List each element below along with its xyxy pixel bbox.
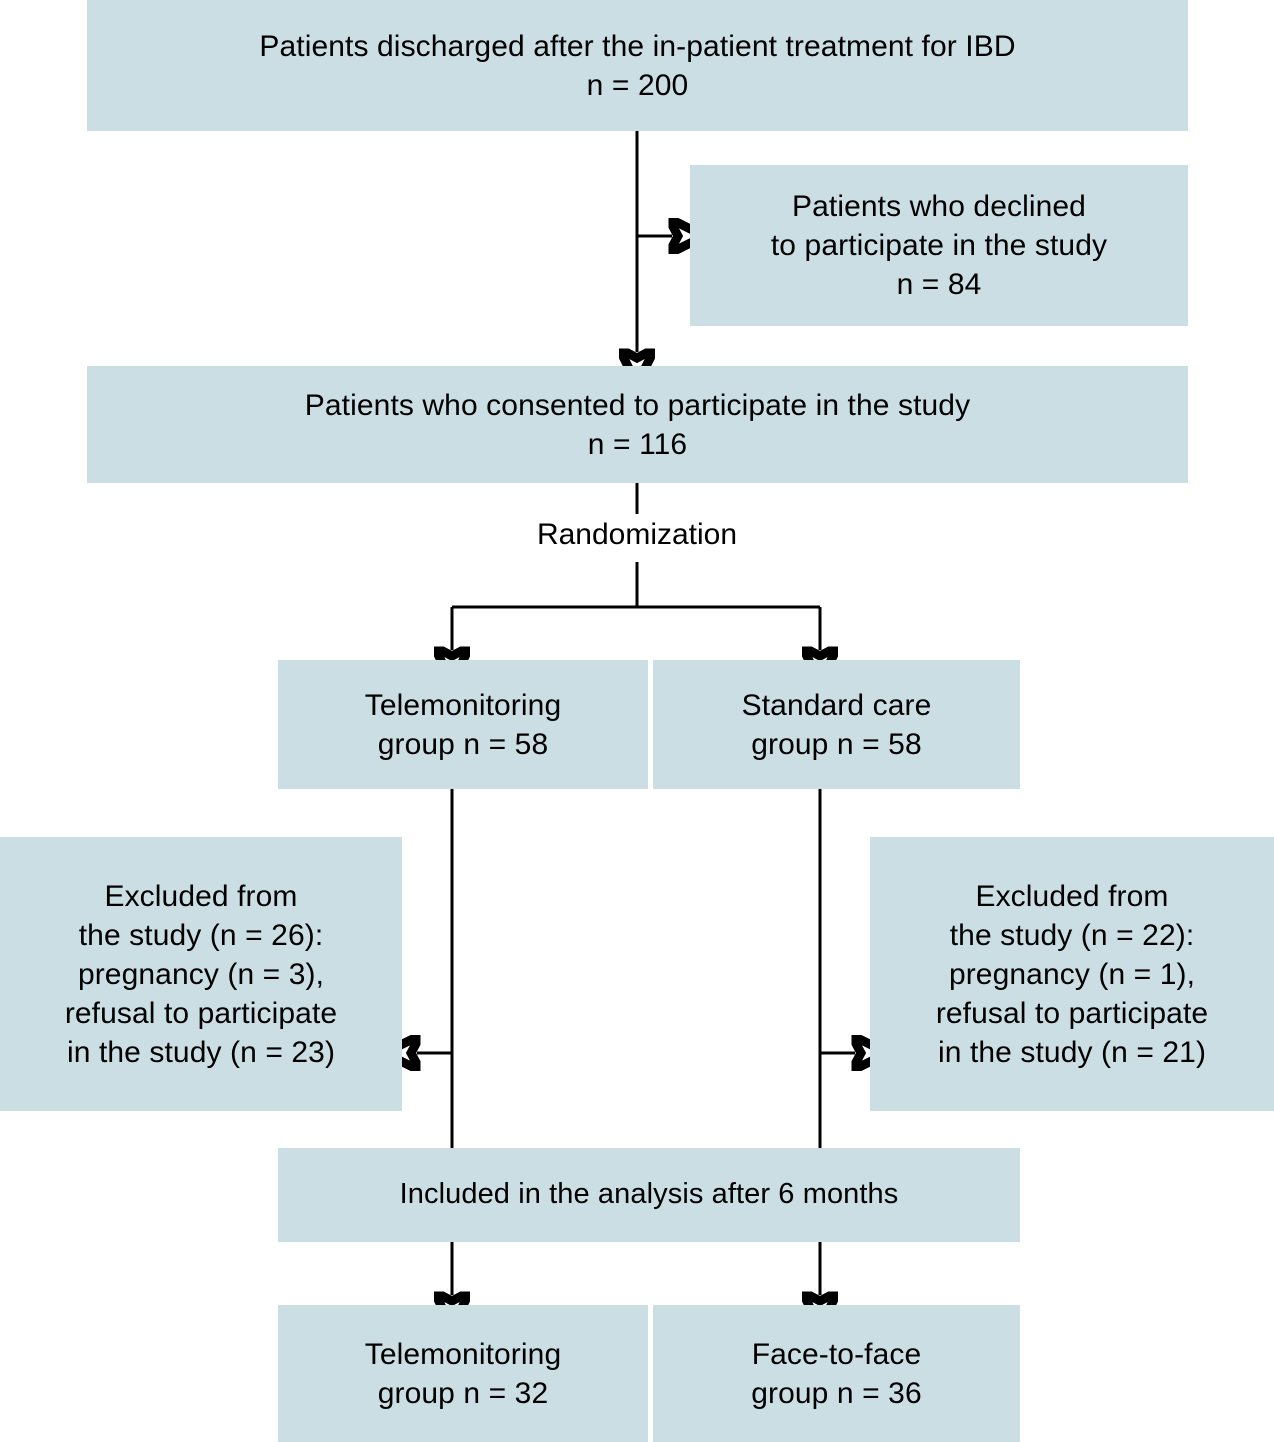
node-patients-declined: Patients who declined to participate in … — [690, 165, 1188, 326]
node-line: Included in the analysis after 6 months — [399, 1178, 899, 1211]
node-line: pregnancy (n = 1), — [948, 957, 1196, 991]
node-line: refusal to participate — [64, 996, 338, 1030]
node-line: group n = 36 — [751, 1376, 922, 1410]
node-line: Telemonitoring — [364, 1337, 562, 1371]
node-line: Patients discharged after the in-patient… — [259, 29, 1016, 63]
node-line: the study (n = 22): — [949, 918, 1195, 952]
node-line: Standard care — [741, 688, 932, 722]
node-line: group n = 58 — [377, 727, 549, 761]
node-face-to-face-final: Face-to-face group n = 36 — [653, 1305, 1020, 1442]
node-line: Patients who declined — [792, 190, 1086, 223]
node-line: in the study (n = 23) — [66, 1035, 336, 1069]
node-line: pregnancy (n = 3), — [77, 957, 325, 991]
node-line: the study (n = 26): — [78, 918, 324, 952]
node-line: Patients who consented to participate in… — [304, 388, 971, 422]
node-line: Excluded from — [104, 879, 298, 913]
node-standard-care-group: Standard care group n = 58 — [653, 660, 1020, 789]
node-line: n = 84 — [896, 268, 982, 301]
node-patients-discharged: Patients discharged after the in-patient… — [87, 0, 1188, 131]
node-line: in the study (n = 21) — [937, 1035, 1207, 1069]
node-telemonitoring-final: Telemonitoring group n = 32 — [278, 1305, 648, 1442]
node-line: refusal to participate — [935, 996, 1209, 1030]
node-line: Face-to-face — [751, 1337, 922, 1371]
node-excluded-standard-care: Excluded from the study (n = 22): pregna… — [870, 837, 1274, 1111]
node-telemonitoring-group: Telemonitoring group n = 58 — [278, 660, 648, 789]
node-line: Telemonitoring — [364, 688, 562, 722]
node-line: to participate in the study — [770, 229, 1108, 262]
node-excluded-telemonitoring: Excluded from the study (n = 26): pregna… — [0, 837, 402, 1111]
node-line: n = 200 — [586, 68, 689, 102]
node-line: group n = 32 — [377, 1376, 549, 1410]
node-line: Excluded from — [975, 879, 1169, 913]
node-included-in-analysis: Included in the analysis after 6 months — [278, 1148, 1020, 1242]
node-patients-consented: Patients who consented to participate in… — [87, 366, 1188, 483]
node-line: group n = 58 — [751, 727, 922, 761]
label-randomization: Randomization — [536, 518, 738, 551]
node-line: n = 116 — [587, 427, 688, 461]
